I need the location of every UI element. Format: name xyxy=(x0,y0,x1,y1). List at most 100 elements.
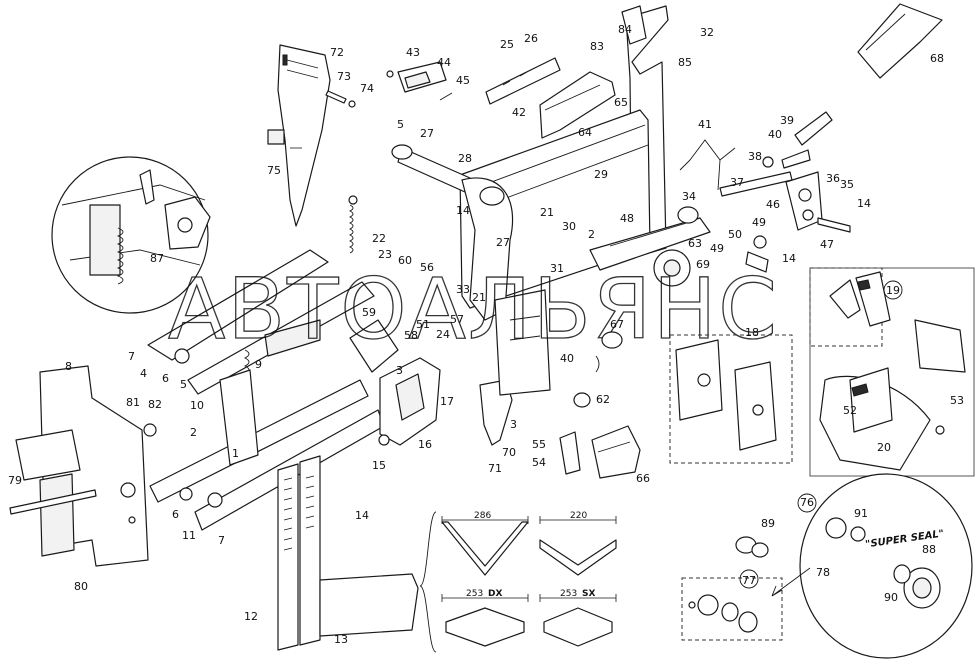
callout-69: 69 xyxy=(696,258,710,271)
callout-7: 7 xyxy=(128,350,135,363)
callout-34: 34 xyxy=(682,190,696,203)
callout-35: 35 xyxy=(840,178,854,191)
callout-5: 5 xyxy=(180,378,187,391)
callout-3: 3 xyxy=(396,364,403,377)
callout-6: 6 xyxy=(172,508,179,521)
callout-2: 2 xyxy=(588,228,595,241)
callout-4: 4 xyxy=(140,367,147,380)
callout-14: 14 xyxy=(857,197,871,210)
callout-85: 85 xyxy=(678,56,692,69)
callout-91: 91 xyxy=(854,507,868,520)
callout-73: 73 xyxy=(337,70,351,83)
callout-53: 53 xyxy=(950,394,964,407)
dashed-box-77 xyxy=(681,567,811,641)
callout-71: 71 xyxy=(488,462,502,475)
callout-14: 14 xyxy=(355,509,369,522)
callout-11: 11 xyxy=(182,529,196,542)
callout-17: 17 xyxy=(440,395,454,408)
callout-78: 78 xyxy=(816,566,830,579)
callout-76: 76 xyxy=(800,496,814,509)
callout-38: 38 xyxy=(748,150,762,163)
callout-84: 84 xyxy=(618,23,632,36)
callout-68: 68 xyxy=(930,52,944,65)
inset-frame xyxy=(809,267,975,477)
furrow-profiles xyxy=(419,511,617,653)
callout-7: 7 xyxy=(218,534,225,547)
callout-55: 55 xyxy=(532,438,546,451)
callout-89: 89 xyxy=(761,517,775,530)
callout-15: 15 xyxy=(372,459,386,472)
dimension-labels: 286 220 253 DX 253 SX xyxy=(466,511,595,599)
callout-64: 64 xyxy=(578,126,592,139)
callout-80: 80 xyxy=(74,580,88,593)
callout-44: 44 xyxy=(437,56,451,69)
callout-33: 33 xyxy=(456,283,470,296)
callout-26: 26 xyxy=(524,32,538,45)
coulter-70 xyxy=(479,289,551,446)
parallel-links xyxy=(147,249,385,531)
callout-51: 51 xyxy=(416,318,430,331)
callout-circle xyxy=(739,569,759,589)
callout-37: 37 xyxy=(730,176,744,189)
watermark-text: АВТОАЛЬЯНС xyxy=(168,260,779,358)
dashed-box-18 xyxy=(669,334,793,464)
callout-6: 6 xyxy=(162,372,169,385)
callout-75: 75 xyxy=(267,164,281,177)
callout-49: 49 xyxy=(752,216,766,229)
shield-64 xyxy=(539,71,616,139)
dim-220: 220 xyxy=(570,511,587,521)
mounting-bracket-80 xyxy=(9,365,157,567)
callout-20: 20 xyxy=(877,441,891,454)
callout-16: 16 xyxy=(418,438,432,451)
callout-12: 12 xyxy=(244,610,258,623)
callout-62: 62 xyxy=(596,393,610,406)
callout-circle xyxy=(797,493,817,513)
callout-27: 27 xyxy=(420,127,434,140)
callout-32: 32 xyxy=(700,26,714,39)
callout-9: 9 xyxy=(255,358,262,371)
dim-dx: DX xyxy=(488,589,502,599)
callout-50: 50 xyxy=(728,228,742,241)
callout-74: 74 xyxy=(360,82,374,95)
callout-56: 56 xyxy=(420,261,434,274)
callout-30: 30 xyxy=(562,220,576,233)
callout-47: 47 xyxy=(820,238,834,251)
callout-81: 81 xyxy=(126,396,140,409)
callout-83: 83 xyxy=(590,40,604,53)
callout-5: 5 xyxy=(397,118,404,131)
callout-27: 27 xyxy=(496,236,510,249)
callout-2: 2 xyxy=(190,426,197,439)
callout-77: 77 xyxy=(742,574,756,587)
cover-68 xyxy=(857,3,943,79)
hubs-62-67 xyxy=(573,331,623,408)
callout-90: 90 xyxy=(884,591,898,604)
dim-sx: SX xyxy=(582,589,595,599)
callout-40: 40 xyxy=(560,352,574,365)
callout-21: 21 xyxy=(472,291,486,304)
disc-78: "SUPER SEAL" xyxy=(799,473,973,659)
callout-60: 60 xyxy=(398,254,412,267)
callout-39: 39 xyxy=(780,114,794,127)
callout-48: 48 xyxy=(620,212,634,225)
callout-79: 79 xyxy=(8,474,22,487)
callout-40: 40 xyxy=(768,128,782,141)
callout-43: 43 xyxy=(406,46,420,59)
bearing-89 xyxy=(735,536,769,558)
vertical-posts xyxy=(277,455,419,651)
detail-circle-87 xyxy=(51,156,211,314)
callout-41: 41 xyxy=(698,118,712,131)
callout-19: 19 xyxy=(886,284,900,297)
crank-linkage xyxy=(677,111,833,224)
callout-31: 31 xyxy=(550,262,564,275)
callout-72: 72 xyxy=(330,46,344,59)
plate-26 xyxy=(485,57,561,105)
callout-10: 10 xyxy=(190,399,204,412)
spring-22 xyxy=(348,195,358,254)
callout-66: 66 xyxy=(636,472,650,485)
callout-22: 22 xyxy=(372,232,386,245)
callout-18: 18 xyxy=(745,326,759,339)
callout-36: 36 xyxy=(826,172,840,185)
callout-24: 24 xyxy=(436,328,450,341)
callout-14: 14 xyxy=(456,204,470,217)
callout-57: 57 xyxy=(450,313,464,326)
